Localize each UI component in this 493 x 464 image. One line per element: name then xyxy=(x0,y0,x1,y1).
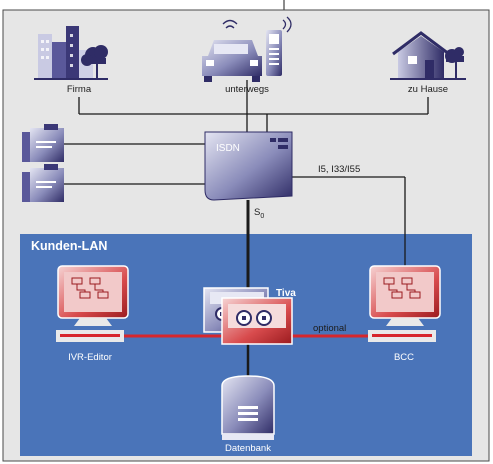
database-server-icon xyxy=(221,375,275,440)
isdn-connection-lines xyxy=(63,80,429,268)
ivr-editor-label: IVR-Editor xyxy=(68,352,112,363)
s0-label: S0 xyxy=(254,207,264,220)
terminal-device-icon-2 xyxy=(22,164,64,202)
s0-main-label: S xyxy=(254,207,260,218)
mobile-phone-icon xyxy=(266,16,292,76)
firma-label: Firma xyxy=(67,84,92,95)
terminal-device-icon-1 xyxy=(22,124,64,162)
unterwegs-label: unterwegs xyxy=(225,84,269,95)
bcc-label: BCC xyxy=(394,352,414,363)
ivr-editor-computer-icon xyxy=(56,265,129,342)
tiva-board-icon xyxy=(203,287,293,345)
datenbank-label: Datenbank xyxy=(225,443,271,454)
line-types-label: I5, I33/I55 xyxy=(318,164,360,175)
tiva-label: Tiva xyxy=(276,288,296,299)
s0-sub-label: 0 xyxy=(260,213,264,220)
isdn-label: ISDN xyxy=(216,143,240,154)
optional-label: optional xyxy=(313,323,346,334)
car-icon xyxy=(202,19,262,82)
firma-building-icon xyxy=(34,26,108,80)
bcc-computer-icon xyxy=(368,265,441,342)
house-icon xyxy=(390,31,466,80)
zu-hause-label: zu Hause xyxy=(408,84,448,95)
isdn-switch-box xyxy=(204,131,293,201)
kunden-lan-title: Kunden-LAN xyxy=(31,239,107,253)
